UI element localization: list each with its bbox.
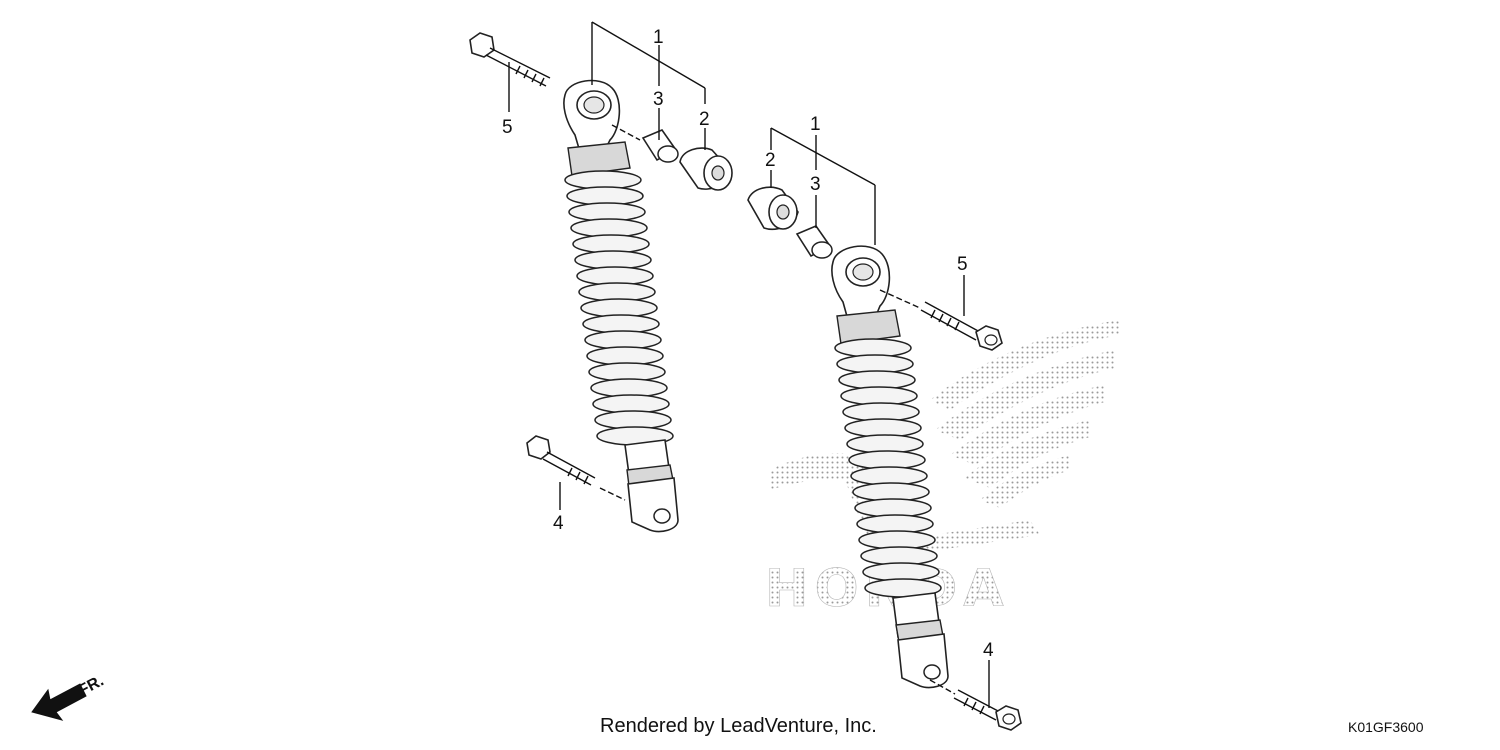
callout-right-1: 1 bbox=[810, 114, 821, 135]
left-collar bbox=[641, 129, 679, 163]
front-direction-indicator: FR. bbox=[31, 672, 107, 721]
right-spring bbox=[834, 338, 942, 598]
callout-left-5: 5 bbox=[502, 117, 513, 138]
callout-left-4: 4 bbox=[553, 513, 564, 534]
arrow-front-icon bbox=[31, 683, 87, 721]
callout-left-3: 3 bbox=[653, 89, 664, 110]
right-shock-absorber bbox=[747, 186, 1022, 731]
right-top-bolt bbox=[920, 301, 1003, 351]
left-spring bbox=[564, 170, 674, 446]
callout-right-4: 4 bbox=[983, 640, 994, 661]
callout-left-1: 1 bbox=[653, 27, 664, 48]
callout-right-2: 2 bbox=[765, 150, 776, 171]
left-top-bolt bbox=[469, 32, 551, 87]
honda-watermark: HONDA bbox=[765, 320, 1120, 619]
right-collar bbox=[795, 225, 833, 259]
right-bushing bbox=[747, 186, 799, 230]
callout-right-5: 5 bbox=[957, 254, 968, 275]
callout-leaders bbox=[508, 21, 990, 708]
left-bushing bbox=[679, 147, 733, 191]
callout-right-3: 3 bbox=[810, 174, 821, 195]
left-shock-absorber bbox=[469, 32, 733, 533]
right-bottom-bolt bbox=[953, 689, 1022, 731]
diagram-code: K01GF3600 bbox=[1348, 719, 1424, 735]
credit-text: Rendered by LeadVenture, Inc. bbox=[600, 715, 877, 737]
honda-wing-logo bbox=[770, 320, 1120, 555]
left-bottom-bolt bbox=[526, 435, 596, 486]
callout-left-2: 2 bbox=[699, 109, 710, 130]
